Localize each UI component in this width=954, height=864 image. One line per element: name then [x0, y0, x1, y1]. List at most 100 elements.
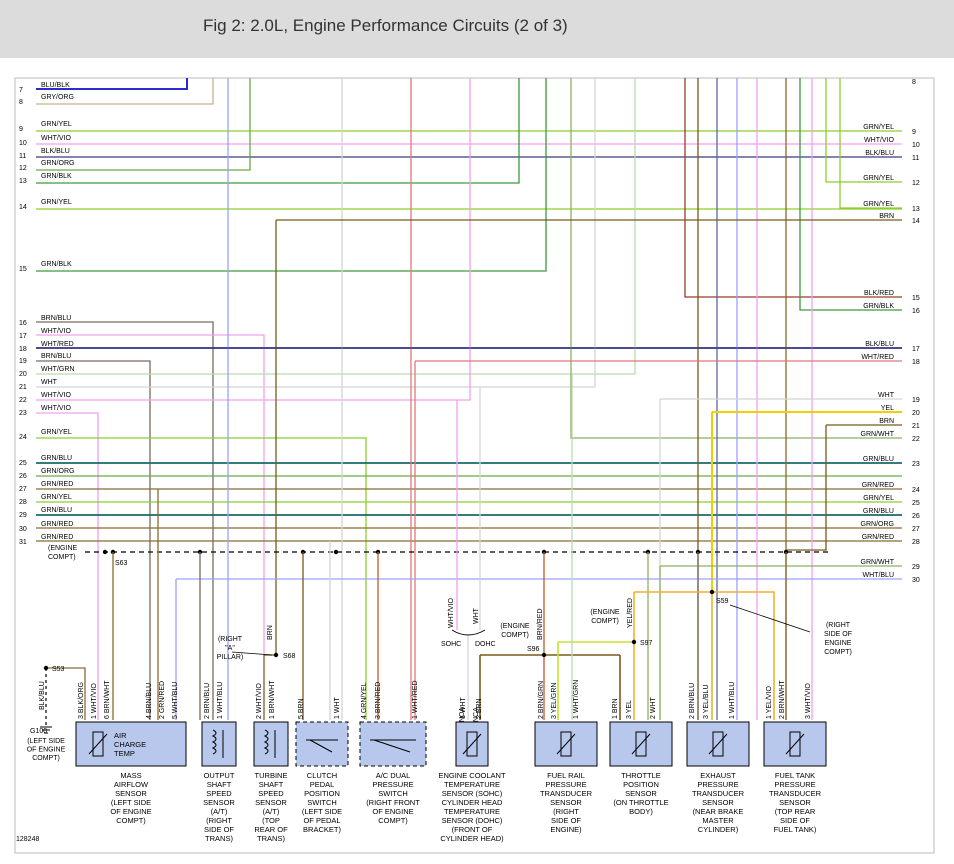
terminal-number: 24 — [19, 434, 27, 441]
wire-color-label: WHT/VIO — [864, 137, 894, 144]
component-cpp — [295, 721, 349, 767]
wire-color-label: GRN/BLK — [41, 261, 72, 268]
terminal-number: 23 — [912, 461, 920, 468]
terminal-number: 14 — [912, 218, 920, 225]
terminal-number: 19 — [19, 358, 27, 365]
wire-color-label: GRN/WHT — [861, 431, 895, 438]
location-label: (RIGHT"A"PILLAR) — [217, 636, 243, 661]
terminal-number: 8 — [19, 99, 23, 106]
variable-arrow — [88, 733, 108, 755]
pin-label: 1 WHT — [334, 697, 341, 720]
terminal-number: 30 — [912, 577, 920, 584]
wire-blu-blk — [36, 78, 188, 90]
pin-label: 1 WHT/GRN — [573, 680, 580, 719]
pin-label: 2 BRN — [476, 698, 483, 719]
pin-label: 3 BLK/ORG — [78, 682, 85, 719]
terminal-number: 20 — [912, 410, 920, 417]
pin-label: 1 WHT/BLU — [217, 682, 224, 719]
wire-grn-yel-12 — [825, 78, 902, 183]
bus-splice — [333, 549, 339, 555]
splice-s68 — [273, 652, 279, 658]
wire-color-label: BLU/BLK — [41, 82, 70, 89]
pin-label: 2 GRN/RED — [159, 681, 166, 719]
wire-color-label: GRN/BLU — [41, 507, 72, 514]
wire-wht-vio-22 — [36, 78, 471, 401]
terminal-number: 12 — [912, 180, 920, 187]
wire-color-label: GRN/YEL — [41, 199, 72, 206]
leader-s68 — [231, 651, 273, 656]
terminal-number: 9 — [912, 129, 916, 136]
terminal-number: 15 — [912, 295, 920, 302]
wire-label: NCA — [459, 707, 466, 722]
pin-label: 6 BRN/WHT — [104, 680, 111, 719]
variable-arrow — [785, 733, 805, 755]
wire-brn-21-down — [786, 425, 827, 551]
splice-label: S59 — [716, 598, 729, 605]
wire-color-label: BLK/BLU — [41, 148, 70, 155]
wire-color-label: WHT/VIO — [41, 328, 71, 335]
splice-label: S96 — [527, 646, 540, 653]
pin-label: 2 WHT — [650, 697, 657, 720]
terminal-number: 13 — [912, 206, 920, 213]
wire-wht-vio-23 — [36, 412, 99, 720]
wire-color-label: BRN/BLU — [41, 315, 71, 322]
terminal-number: 25 — [19, 460, 27, 467]
wire-color-label: GRN/BLK — [41, 173, 72, 180]
pin-label: 5 WHT/BLU — [172, 682, 179, 719]
wire-color-label: GRN/YEL — [863, 124, 894, 131]
component-maf — [75, 721, 187, 767]
wire-label: BLK/BLU — [39, 681, 46, 710]
wire-color-label: GRN/BLU — [863, 508, 894, 515]
wire-color-label: WHT/RED — [861, 354, 894, 361]
wire-color-label: WHT/GRN — [41, 366, 74, 373]
pin-label: 3 YEL — [626, 700, 633, 719]
wire-color-label: GRN/WHT — [861, 559, 895, 566]
wire-color-label: WHT/VIO — [41, 405, 71, 412]
wire-grn-blk-16 — [799, 78, 902, 311]
terminal-number: 18 — [19, 346, 27, 353]
wire-color-label: BRN — [879, 213, 894, 220]
wire-grn-yel-13 — [839, 78, 902, 209]
terminal-number: 9 — [19, 126, 23, 133]
wire-grn-blk-13 — [36, 78, 520, 184]
resistor-symbol — [635, 731, 647, 757]
terminal-number: 31 — [19, 539, 27, 546]
terminal-number: 21 — [912, 423, 920, 430]
leader-s59 — [729, 604, 811, 633]
wire-label: NCA — [473, 707, 480, 722]
wire-color-label: GRY/ORG — [41, 94, 74, 101]
pin-label: 1 YEL/VIO — [766, 685, 773, 719]
wire-color-label: GRN/RED — [862, 534, 894, 541]
terminal-number: 12 — [19, 165, 27, 172]
wire-color-label: BRN — [879, 418, 894, 425]
terminal-number: 23 — [19, 410, 27, 417]
terminal-number: 29 — [19, 512, 27, 519]
terminal-number: 20 — [19, 371, 27, 378]
splice-label: S53 — [52, 666, 65, 673]
wire-color-label: WHT/BLU — [863, 572, 895, 579]
wire-grn-yel-24 — [36, 437, 367, 720]
component-acp — [359, 721, 427, 767]
wire-color-label: GRN/BLU — [863, 456, 894, 463]
coil-symbol — [263, 729, 276, 758]
variable-arrow — [556, 733, 576, 755]
pin-label: 1 WHT/VIO — [91, 683, 98, 719]
wire-wht-21 — [36, 78, 596, 388]
variable-arrow — [631, 733, 651, 755]
terminal-number: 7 — [19, 87, 23, 94]
pin-label: 1 BRN — [612, 698, 619, 719]
wire-wht-vio-17 — [36, 334, 265, 720]
sohc-label: SOHC — [441, 641, 461, 648]
wire-color-label: YEL — [881, 405, 894, 412]
pin-label: 1 WHT/BLU — [729, 682, 736, 719]
terminal-number: 10 — [912, 142, 920, 149]
wire-color-label: GRN/ORG — [861, 521, 894, 528]
wire-label: BRN — [267, 625, 274, 640]
pin-label: 1 BRN/WHT — [269, 680, 276, 719]
